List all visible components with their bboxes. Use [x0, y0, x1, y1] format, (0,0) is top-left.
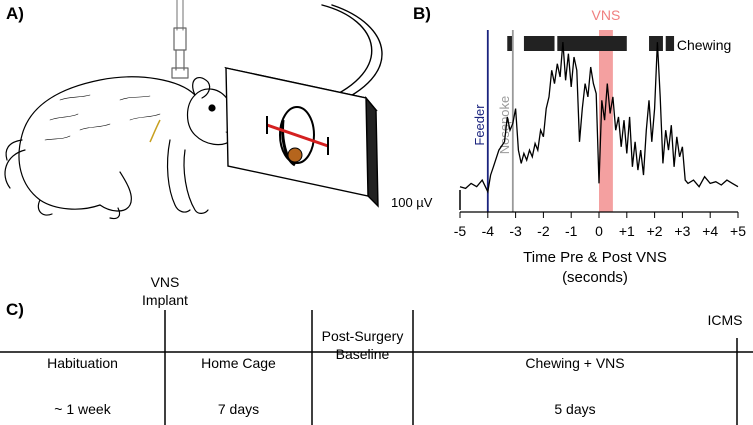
x-tick-label: -4 — [482, 223, 495, 239]
scale-bar-label: 100 µV — [391, 195, 433, 210]
segment-chewing-vns: Chewing + VNS — [525, 355, 625, 371]
x-tick-label: +5 — [730, 223, 746, 239]
segment-habituation: Habituation — [47, 355, 118, 371]
x-tick-label: +1 — [619, 223, 635, 239]
x-tick-label: -2 — [537, 223, 550, 239]
x-tick-label: -3 — [509, 223, 522, 239]
panel-c-label: C) — [6, 300, 24, 319]
panel-b-label: B) — [413, 4, 431, 23]
segment-home-cage: Home Cage — [201, 355, 276, 371]
x-tick-label: -5 — [454, 223, 467, 239]
chewing-bout — [649, 36, 663, 51]
x-axis: -5 -4 -3 -2 -1 0 +1 +2 +3 +4 +5 — [454, 211, 746, 239]
panel-a-label: A) — [6, 4, 24, 23]
duration-chewing-vns: 5 days — [554, 401, 596, 417]
chewing-bout — [665, 36, 675, 51]
duration-habituation: ~ 1 week — [54, 401, 111, 417]
x-axis-label: Time Pre & Post VNS — [523, 249, 667, 266]
segment-post-surgery-baseline: Post-Surgery Baseline — [321, 328, 404, 362]
chewing-label: Chewing — [677, 37, 731, 53]
vns-band — [599, 30, 613, 212]
event-markers: Feeder Nosepoke — [472, 30, 514, 212]
chewing-bout — [523, 36, 555, 51]
x-tick-label: +2 — [647, 223, 663, 239]
x-tick-label: +3 — [674, 223, 690, 239]
lfp-trace — [459, 42, 739, 194]
vns-implant-label: VNS Implant — [142, 274, 188, 308]
vns-response-chart: VNS Chewing Feeder Nosepoke -5 -4 -3 -2 -1 0 +1… — [391, 7, 746, 286]
x-tick-label: +4 — [702, 223, 718, 239]
chewing-bout — [557, 36, 627, 51]
rat-illustration — [4, 0, 383, 220]
x-axis-sublabel: (seconds) — [562, 269, 628, 286]
vns-label: VNS — [592, 7, 621, 23]
event-label-nosepoke: Nosepoke — [497, 96, 512, 155]
timeline — [0, 310, 753, 425]
x-tick-label: -1 — [565, 223, 578, 239]
event-label-feeder: Feeder — [472, 104, 487, 146]
chewing-bout — [507, 36, 513, 51]
chewing-bars — [507, 36, 675, 51]
icms-label: ICMS — [707, 312, 743, 328]
x-tick-label: 0 — [595, 223, 603, 239]
duration-home-cage: 7 days — [217, 401, 260, 417]
